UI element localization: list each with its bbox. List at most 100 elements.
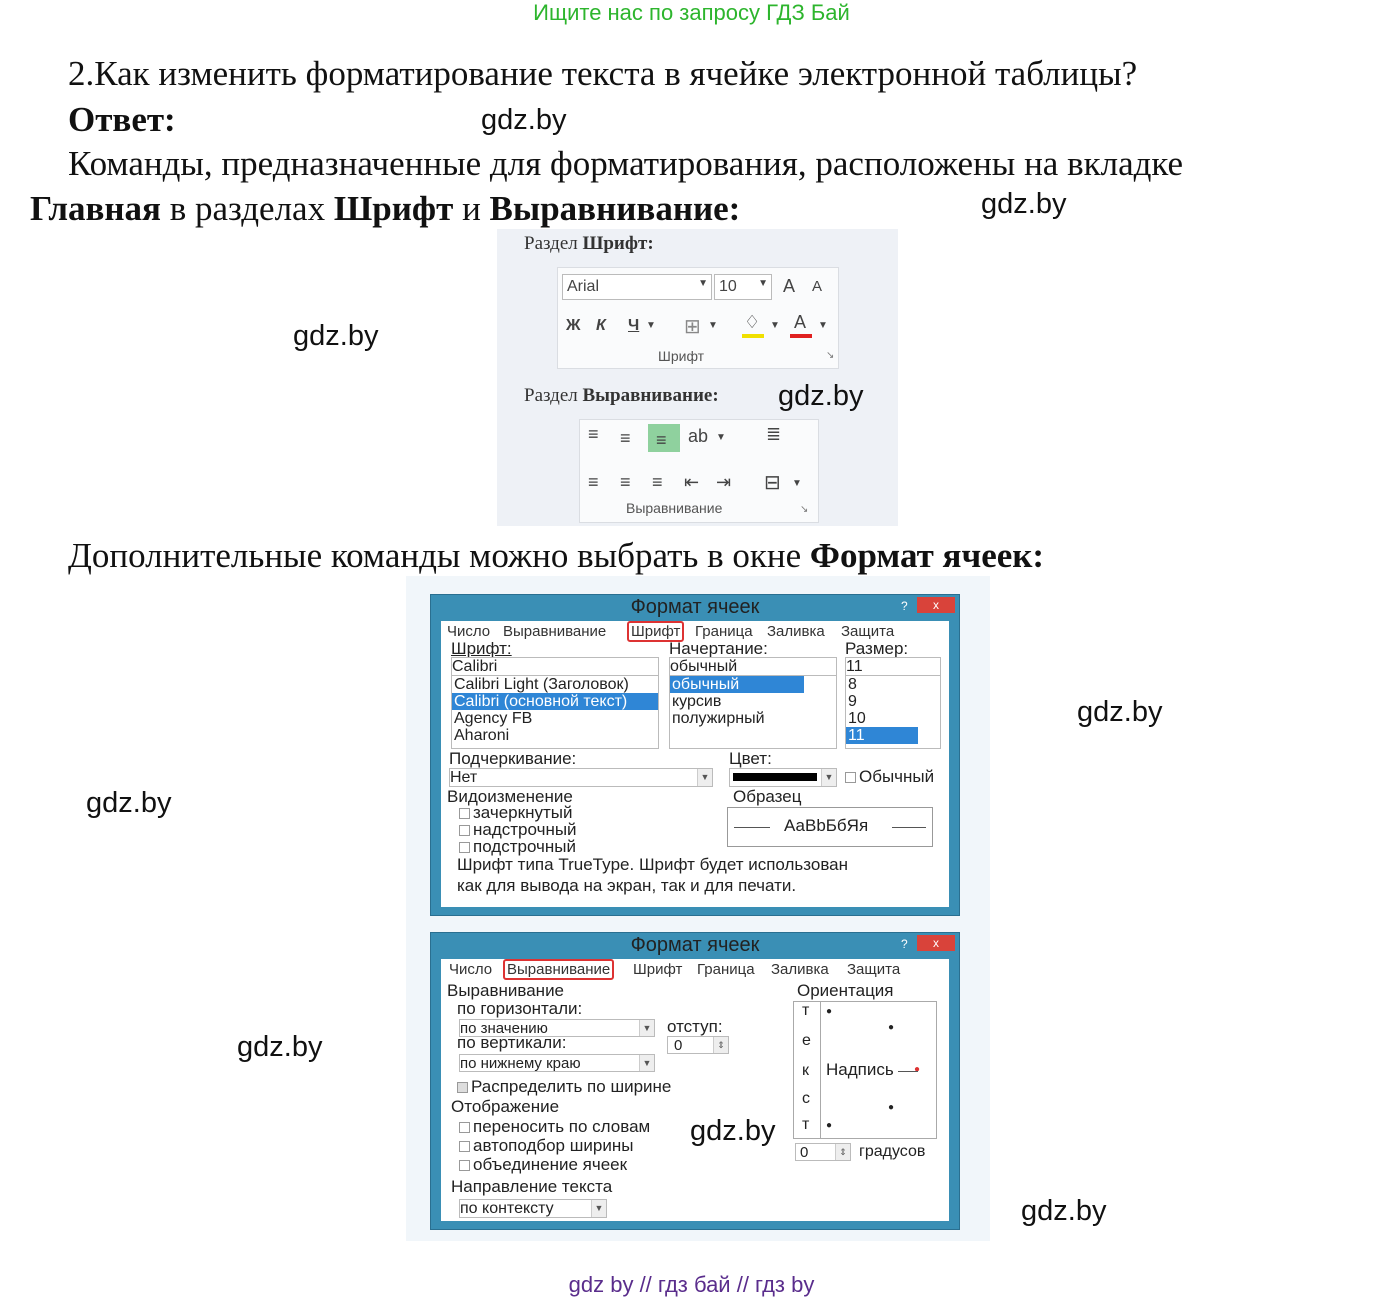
merge-cells-checkbox[interactable]: объединение ячеек bbox=[459, 1155, 627, 1175]
align-right-icon[interactable]: ≡ bbox=[652, 472, 663, 492]
grow-font-button[interactable]: A bbox=[783, 276, 796, 296]
font-color-button[interactable]: A bbox=[790, 312, 812, 338]
font-name-combo[interactable]: Arial ▼ bbox=[562, 274, 712, 300]
font-name-field[interactable]: Calibri bbox=[451, 657, 659, 676]
subscript-checkbox[interactable]: подстрочный bbox=[459, 837, 576, 857]
checkbox-icon bbox=[459, 1141, 470, 1153]
align-top-icon[interactable]: ≡ bbox=[588, 424, 599, 444]
align-center-icon[interactable]: ≡ bbox=[620, 472, 631, 492]
help-icon[interactable]: ? bbox=[901, 937, 908, 951]
chevron-down-icon[interactable]: ▼ bbox=[708, 320, 718, 331]
list-item[interactable]: Aharoni bbox=[454, 727, 510, 744]
watermark: gdz.by bbox=[778, 380, 864, 412]
tab-number[interactable]: Число bbox=[449, 961, 493, 978]
orientation-icon[interactable]: ab bbox=[688, 426, 709, 446]
tab-number[interactable]: Число bbox=[447, 623, 491, 640]
align-bottom-button[interactable]: ≡ bbox=[648, 424, 680, 452]
dialog-body: Число Выравнивание Шрифт Граница Заливка… bbox=[441, 621, 949, 907]
normal-font-checkbox[interactable]: Обычный bbox=[845, 767, 934, 787]
alignment-group: ≡ ≡ ≡ ab ▼ ≣ ≡ ≡ ≡ ⇤ ⇥ ⊟ ▼ Выравнивание … bbox=[579, 419, 819, 523]
fill-color-button[interactable]: ♢ bbox=[742, 312, 764, 338]
tab-fill[interactable]: Заливка bbox=[771, 961, 829, 978]
vertical-text-column[interactable]: т е к с т bbox=[794, 1002, 821, 1138]
align-left-icon[interactable]: ≡ bbox=[588, 472, 599, 492]
shrink-to-fit-checkbox[interactable]: автоподбор ширины bbox=[459, 1136, 633, 1156]
tab-protection[interactable]: Защита bbox=[847, 961, 901, 978]
dialog-launcher-icon[interactable]: ↘ bbox=[826, 350, 835, 361]
help-icon[interactable]: ? bbox=[901, 599, 908, 613]
indent-spinner[interactable]: 0 ⇕ bbox=[667, 1036, 729, 1054]
text-direction-select[interactable]: по контексту ▼ bbox=[459, 1199, 607, 1218]
list-item[interactable]: полужирный bbox=[672, 710, 765, 727]
paint-bucket-icon: ♢ bbox=[744, 312, 761, 332]
close-button[interactable]: x bbox=[917, 597, 955, 613]
wrap-text-icon[interactable]: ≣ bbox=[766, 424, 782, 444]
font-style-list[interactable]: обычный курсив полужирный bbox=[669, 675, 837, 749]
align-middle-icon[interactable]: ≡ bbox=[620, 428, 631, 448]
distribute-checkbox[interactable]: Распределить по ширине bbox=[457, 1077, 671, 1097]
italic-button[interactable]: К bbox=[596, 317, 606, 334]
tab-border[interactable]: Граница bbox=[695, 623, 753, 640]
increase-indent-icon[interactable]: ⇥ bbox=[716, 472, 732, 492]
horizontal-select[interactable]: по значению ▼ bbox=[459, 1019, 655, 1037]
list-item[interactable]: курсив bbox=[672, 693, 722, 710]
color-label: Цвет: bbox=[729, 749, 772, 768]
answer-label: Ответ: bbox=[68, 100, 176, 139]
list-item[interactable]: 8 bbox=[848, 676, 857, 693]
font-style-field[interactable]: обычный bbox=[669, 657, 837, 676]
underline-button[interactable]: Ч bbox=[628, 317, 640, 334]
preview-text: АаВbБбЯя bbox=[784, 816, 869, 835]
font-size-field[interactable]: 11 bbox=[845, 657, 941, 676]
merge-cells-icon[interactable]: ⊟ bbox=[764, 472, 781, 494]
preview-box: АаВbБбЯя bbox=[727, 807, 933, 847]
wrap-text-checkbox[interactable]: переносить по словам bbox=[459, 1117, 650, 1137]
list-item[interactable]: Calibri (основной текст) bbox=[452, 693, 658, 710]
alignment-label: Выравнивание bbox=[447, 981, 565, 1000]
vertical-text-char: т bbox=[802, 1002, 810, 1019]
underline-select[interactable]: Нет ▼ bbox=[449, 768, 713, 787]
tab-border[interactable]: Граница bbox=[697, 961, 755, 978]
vertical-text-char: е bbox=[802, 1032, 811, 1049]
ribbon-screenshot: Раздел Шрифт: Arial ▼ 10 ▼ A A Ж К Ч ▼ ⊞… bbox=[497, 229, 898, 526]
chevron-down-icon[interactable]: ▼ bbox=[818, 320, 828, 331]
tab-alignment[interactable]: Выравнивание bbox=[503, 623, 607, 640]
font-list[interactable]: Calibri Light (Заголовок) Calibri (основ… bbox=[451, 675, 659, 749]
vertical-select[interactable]: по нижнему краю ▼ bbox=[459, 1054, 655, 1072]
checkbox-icon bbox=[459, 842, 470, 854]
bold-button[interactable]: Ж bbox=[566, 317, 581, 334]
shrink-font-button[interactable]: A bbox=[812, 278, 823, 295]
dialog-launcher-icon[interactable]: ↘ bbox=[800, 504, 809, 515]
degrees-spinner[interactable]: 0 ⇕ bbox=[795, 1143, 851, 1161]
tab-protection[interactable]: Защита bbox=[841, 623, 895, 640]
watermark: gdz.by bbox=[1021, 1195, 1107, 1227]
superscript-checkbox[interactable]: надстрочный bbox=[459, 820, 577, 840]
list-item[interactable]: 9 bbox=[848, 693, 857, 710]
orientation-box[interactable]: т е к с т ● ● ● ● ● Надпись bbox=[793, 1001, 937, 1139]
tab-fill[interactable]: Заливка bbox=[767, 623, 825, 640]
color-select[interactable]: ▼ bbox=[729, 768, 837, 787]
chevron-down-icon[interactable]: ▼ bbox=[792, 478, 802, 489]
close-button[interactable]: x bbox=[917, 935, 955, 951]
list-item[interactable]: 11 bbox=[846, 727, 918, 744]
tab-font[interactable]: Шрифт bbox=[633, 961, 683, 978]
vertical-value: по нижнему краю bbox=[460, 1055, 581, 1072]
text-direction-label: Направление текста bbox=[451, 1177, 613, 1196]
list-item[interactable]: Calibri Light (Заголовок) bbox=[454, 676, 629, 693]
font-size-list[interactable]: 8 9 10 11 bbox=[845, 675, 941, 749]
chevron-down-icon[interactable]: ▼ bbox=[770, 320, 780, 331]
font-size-combo[interactable]: 10 ▼ bbox=[714, 274, 772, 300]
chevron-down-icon[interactable]: ▼ bbox=[646, 320, 656, 331]
chevron-down-icon[interactable]: ▼ bbox=[716, 432, 726, 443]
list-item[interactable]: Agency FB bbox=[454, 710, 533, 727]
checkbox-icon bbox=[845, 772, 856, 784]
horizontal-value: по значению bbox=[460, 1020, 548, 1037]
tab-alignment[interactable]: Выравнивание bbox=[503, 959, 615, 980]
checkbox-icon bbox=[459, 825, 470, 837]
strikethrough-checkbox[interactable]: зачеркнутый bbox=[459, 803, 572, 823]
tab-font[interactable]: Шрифт bbox=[627, 621, 685, 642]
dial-dot-icon: ● bbox=[888, 1022, 895, 1033]
list-item[interactable]: 10 bbox=[848, 710, 866, 727]
list-item[interactable]: обычный bbox=[670, 676, 804, 693]
decrease-indent-icon[interactable]: ⇤ bbox=[684, 472, 700, 492]
borders-icon[interactable]: ⊞ bbox=[684, 316, 701, 338]
